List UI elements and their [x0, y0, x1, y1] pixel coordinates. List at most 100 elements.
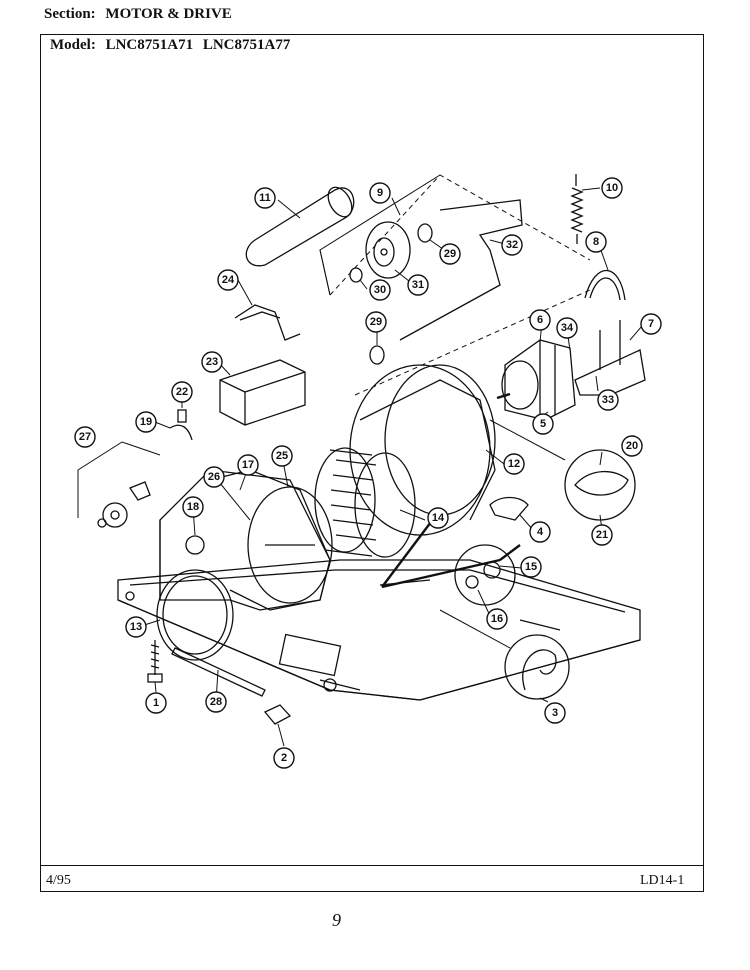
callout-3: 3 [544, 702, 566, 724]
footer-date: 4/95 [46, 873, 71, 888]
slide-strip [171, 647, 266, 697]
svg-text:29: 29 [444, 248, 456, 260]
callout-32: 32 [501, 234, 523, 256]
callout-31: 31 [407, 274, 429, 296]
callout-14: 14 [427, 507, 449, 529]
svg-text:10: 10 [606, 182, 618, 194]
model-number-2: LNC8751A77 [202, 37, 291, 53]
callout-2: 2 [273, 747, 295, 769]
svg-text:9: 9 [377, 187, 383, 199]
svg-text:7: 7 [648, 318, 654, 330]
callout-10: 10 [601, 177, 623, 199]
seal-detail-inset [489, 419, 636, 521]
motor-clamp [584, 269, 626, 301]
callout-5: 5 [532, 413, 554, 435]
section-label: Section: [44, 6, 96, 22]
callout-12: 12 [503, 453, 525, 475]
svg-text:31: 31 [412, 279, 424, 291]
callout-30: 30 [369, 279, 391, 301]
idler-washer-upper [417, 223, 433, 243]
svg-text:17: 17 [242, 459, 254, 471]
svg-text:8: 8 [593, 236, 599, 248]
idler-washer-lower [369, 345, 385, 365]
callout-6: 6 [529, 309, 551, 331]
callout-7: 7 [640, 313, 662, 335]
callout-17: 17 [237, 454, 259, 476]
callout-26: 26 [203, 466, 225, 488]
blower-housing [209, 469, 333, 611]
svg-text:24: 24 [222, 274, 235, 286]
callout-34: 34 [556, 317, 578, 339]
motor-mount [574, 320, 646, 396]
handwritten-mark: 9 [332, 910, 341, 930]
section-value: MOTOR & DRIVE [105, 6, 232, 22]
callout-13: 13 [125, 616, 147, 638]
model-heading: Model: LNC8751A71 LNC8751A77 [50, 37, 296, 54]
callout-9: 9 [369, 182, 391, 204]
svg-text:15: 15 [525, 561, 537, 573]
svg-text:18: 18 [187, 501, 199, 513]
svg-text:11: 11 [259, 192, 271, 204]
callout-19: 19 [135, 411, 157, 433]
front-roller [185, 535, 205, 555]
svg-text:2: 2 [281, 752, 287, 764]
svg-text:30: 30 [374, 284, 386, 296]
svg-text:23: 23 [206, 356, 218, 368]
svg-text:29: 29 [370, 316, 382, 328]
section-heading: Section: MOTOR & DRIVE [44, 6, 232, 23]
svg-text:4: 4 [537, 526, 544, 538]
front-seal-ring [156, 569, 234, 661]
callout-33: 33 [597, 389, 619, 411]
svg-text:12: 12 [508, 458, 520, 470]
svg-text:25: 25 [276, 450, 288, 462]
support-bracket [234, 304, 301, 341]
diagram-frame [40, 34, 704, 892]
blower-wheel [314, 447, 416, 558]
foam-block [219, 359, 306, 426]
callout-18: 18 [182, 496, 204, 518]
svg-text:14: 14 [432, 512, 445, 524]
svg-text:3: 3 [552, 707, 558, 719]
idler-pulley [365, 221, 411, 279]
callout-27: 27 [74, 426, 96, 448]
svg-text:34: 34 [561, 322, 574, 334]
callout-24: 24 [217, 269, 239, 291]
idler-arm [399, 199, 523, 341]
callout-25: 25 [271, 445, 293, 467]
footer-page-code: LD14-1 [640, 873, 685, 888]
callout-29-upper: 29 [439, 243, 461, 265]
callout-20: 20 [621, 435, 643, 457]
svg-text:6: 6 [537, 314, 543, 326]
model-number-1: LNC8751A71 [105, 37, 194, 53]
callout-29-lower: 29 [365, 311, 387, 333]
clip-19 [169, 424, 193, 441]
model-label: Model: [50, 37, 96, 53]
svg-text:20: 20 [626, 440, 638, 452]
callout-11: 11 [254, 187, 276, 209]
callout-16: 16 [486, 608, 508, 630]
svg-text:21: 21 [596, 529, 608, 541]
base-pan [117, 559, 641, 701]
footer-rule [40, 865, 704, 866]
leveling-leg [147, 640, 163, 683]
callout-22: 22 [171, 381, 193, 403]
svg-text:19: 19 [140, 416, 152, 428]
pulley-clip-inset [454, 544, 516, 606]
callout-23: 23 [201, 351, 223, 373]
svg-text:16: 16 [491, 613, 503, 625]
filter-pad [489, 496, 529, 521]
spring-clip-inset [439, 609, 570, 700]
clip-22 [177, 409, 187, 423]
callout-8: 8 [585, 231, 607, 253]
idler-spring [570, 174, 584, 244]
svg-text:1: 1 [153, 697, 159, 709]
svg-text:22: 22 [176, 386, 188, 398]
callout-28: 28 [205, 691, 227, 713]
svg-text:27: 27 [79, 431, 91, 443]
svg-text:32: 32 [506, 239, 518, 251]
callout-4: 4 [529, 521, 551, 543]
switch-assembly [97, 481, 151, 528]
svg-text:26: 26 [208, 471, 220, 483]
svg-text:33: 33 [602, 394, 614, 406]
